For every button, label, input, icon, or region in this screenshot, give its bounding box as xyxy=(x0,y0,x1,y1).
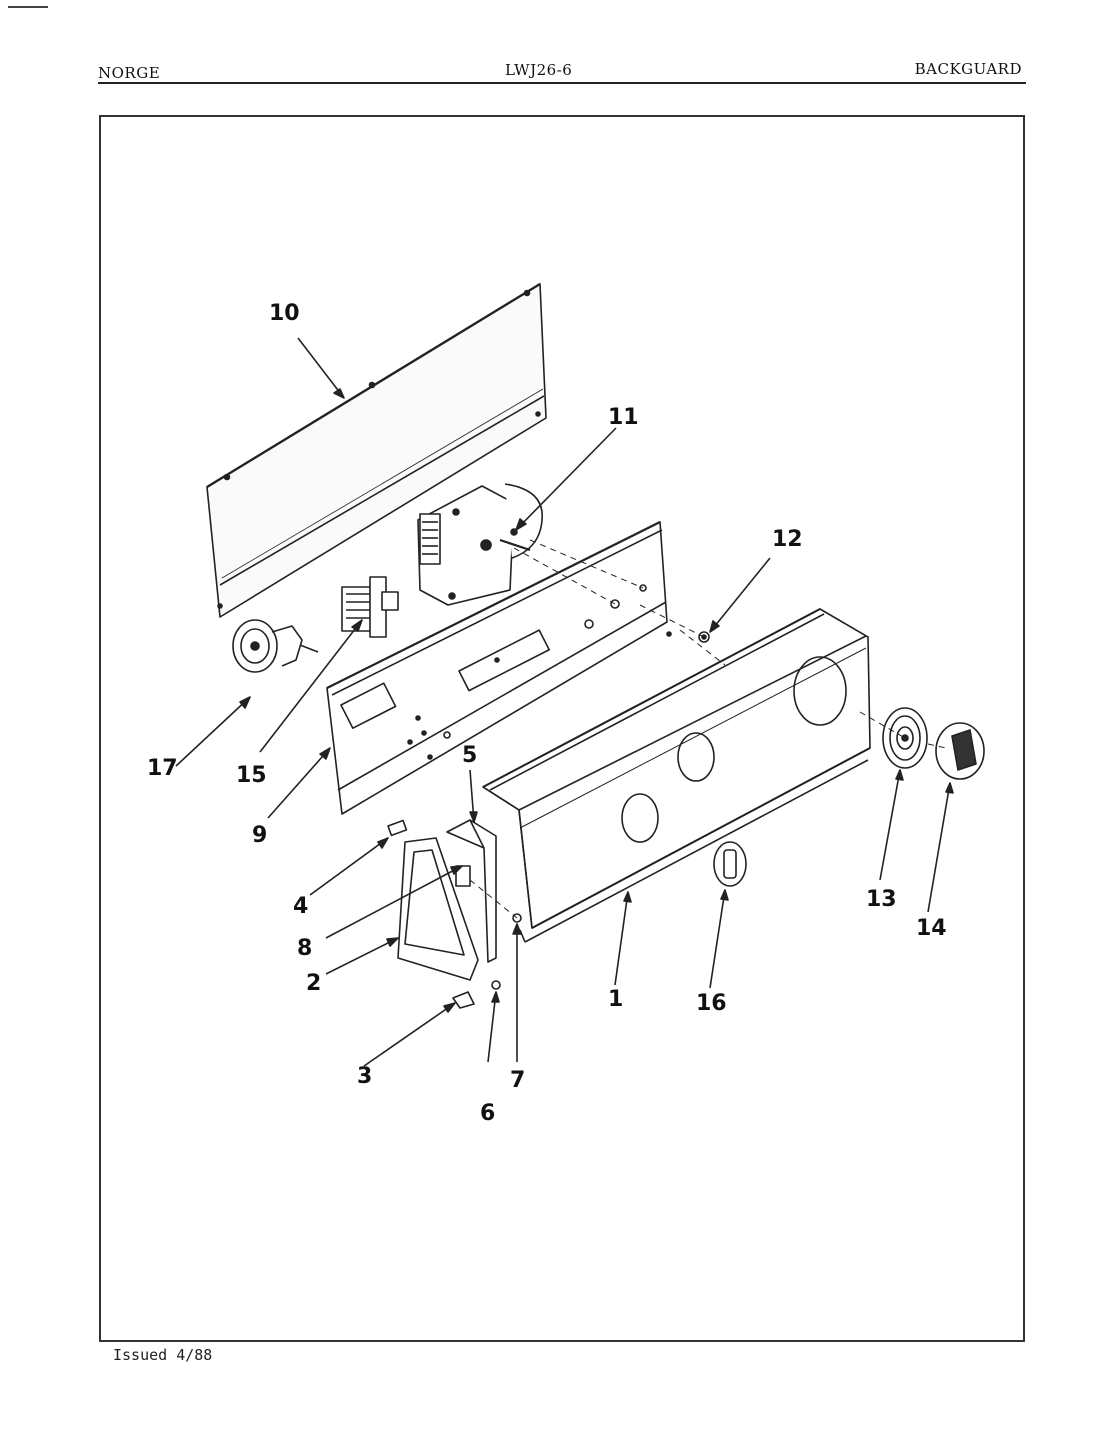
part-9-control-panel xyxy=(326,521,672,815)
part-16-knob xyxy=(713,841,747,887)
callout-8: 8 xyxy=(297,936,312,961)
section-title: BACKGUARD xyxy=(914,60,1022,78)
callout-15: 15 xyxy=(236,763,267,788)
callout-14: 14 xyxy=(916,916,947,941)
callout-13: 13 xyxy=(866,887,897,912)
callout-6: 6 xyxy=(480,1101,495,1126)
corner-mark xyxy=(8,6,48,8)
callout-2: 2 xyxy=(306,971,321,996)
part-2-lens-bracket xyxy=(397,837,479,981)
part-1-backguard-housing xyxy=(482,608,871,943)
callout-1: 1 xyxy=(608,987,623,1012)
part-17-pressure-switch xyxy=(232,619,319,673)
part-3-clip xyxy=(452,991,475,1009)
brand-label: NORGE xyxy=(98,64,161,82)
callout-10: 10 xyxy=(269,301,300,326)
diagram-frame xyxy=(99,115,1025,1342)
callout-3: 3 xyxy=(357,1064,372,1089)
header-rule xyxy=(98,82,1026,84)
part-13-timer-dial xyxy=(882,707,928,769)
part-4-clip xyxy=(387,819,408,837)
part-5-end-cap xyxy=(446,819,497,963)
callout-5: 5 xyxy=(462,743,477,768)
leader-lines xyxy=(175,337,954,1067)
callout-12: 12 xyxy=(772,527,803,552)
model-number: LWJ26-6 xyxy=(505,61,573,79)
part-15-switch xyxy=(341,576,399,638)
callout-9: 9 xyxy=(252,823,267,848)
part-11-timer xyxy=(417,483,543,606)
callout-7: 7 xyxy=(510,1068,525,1093)
part-10-rear-cover xyxy=(206,282,547,618)
callout-4: 4 xyxy=(293,894,308,919)
callout-17: 17 xyxy=(147,756,178,781)
callout-11: 11 xyxy=(608,405,639,430)
alignment-lines xyxy=(469,539,947,919)
callout-16: 16 xyxy=(696,991,727,1016)
part-6-screw xyxy=(491,980,501,990)
part-14-timer-knob xyxy=(935,722,985,780)
issued-date: Issued 4/88 xyxy=(113,1346,213,1364)
